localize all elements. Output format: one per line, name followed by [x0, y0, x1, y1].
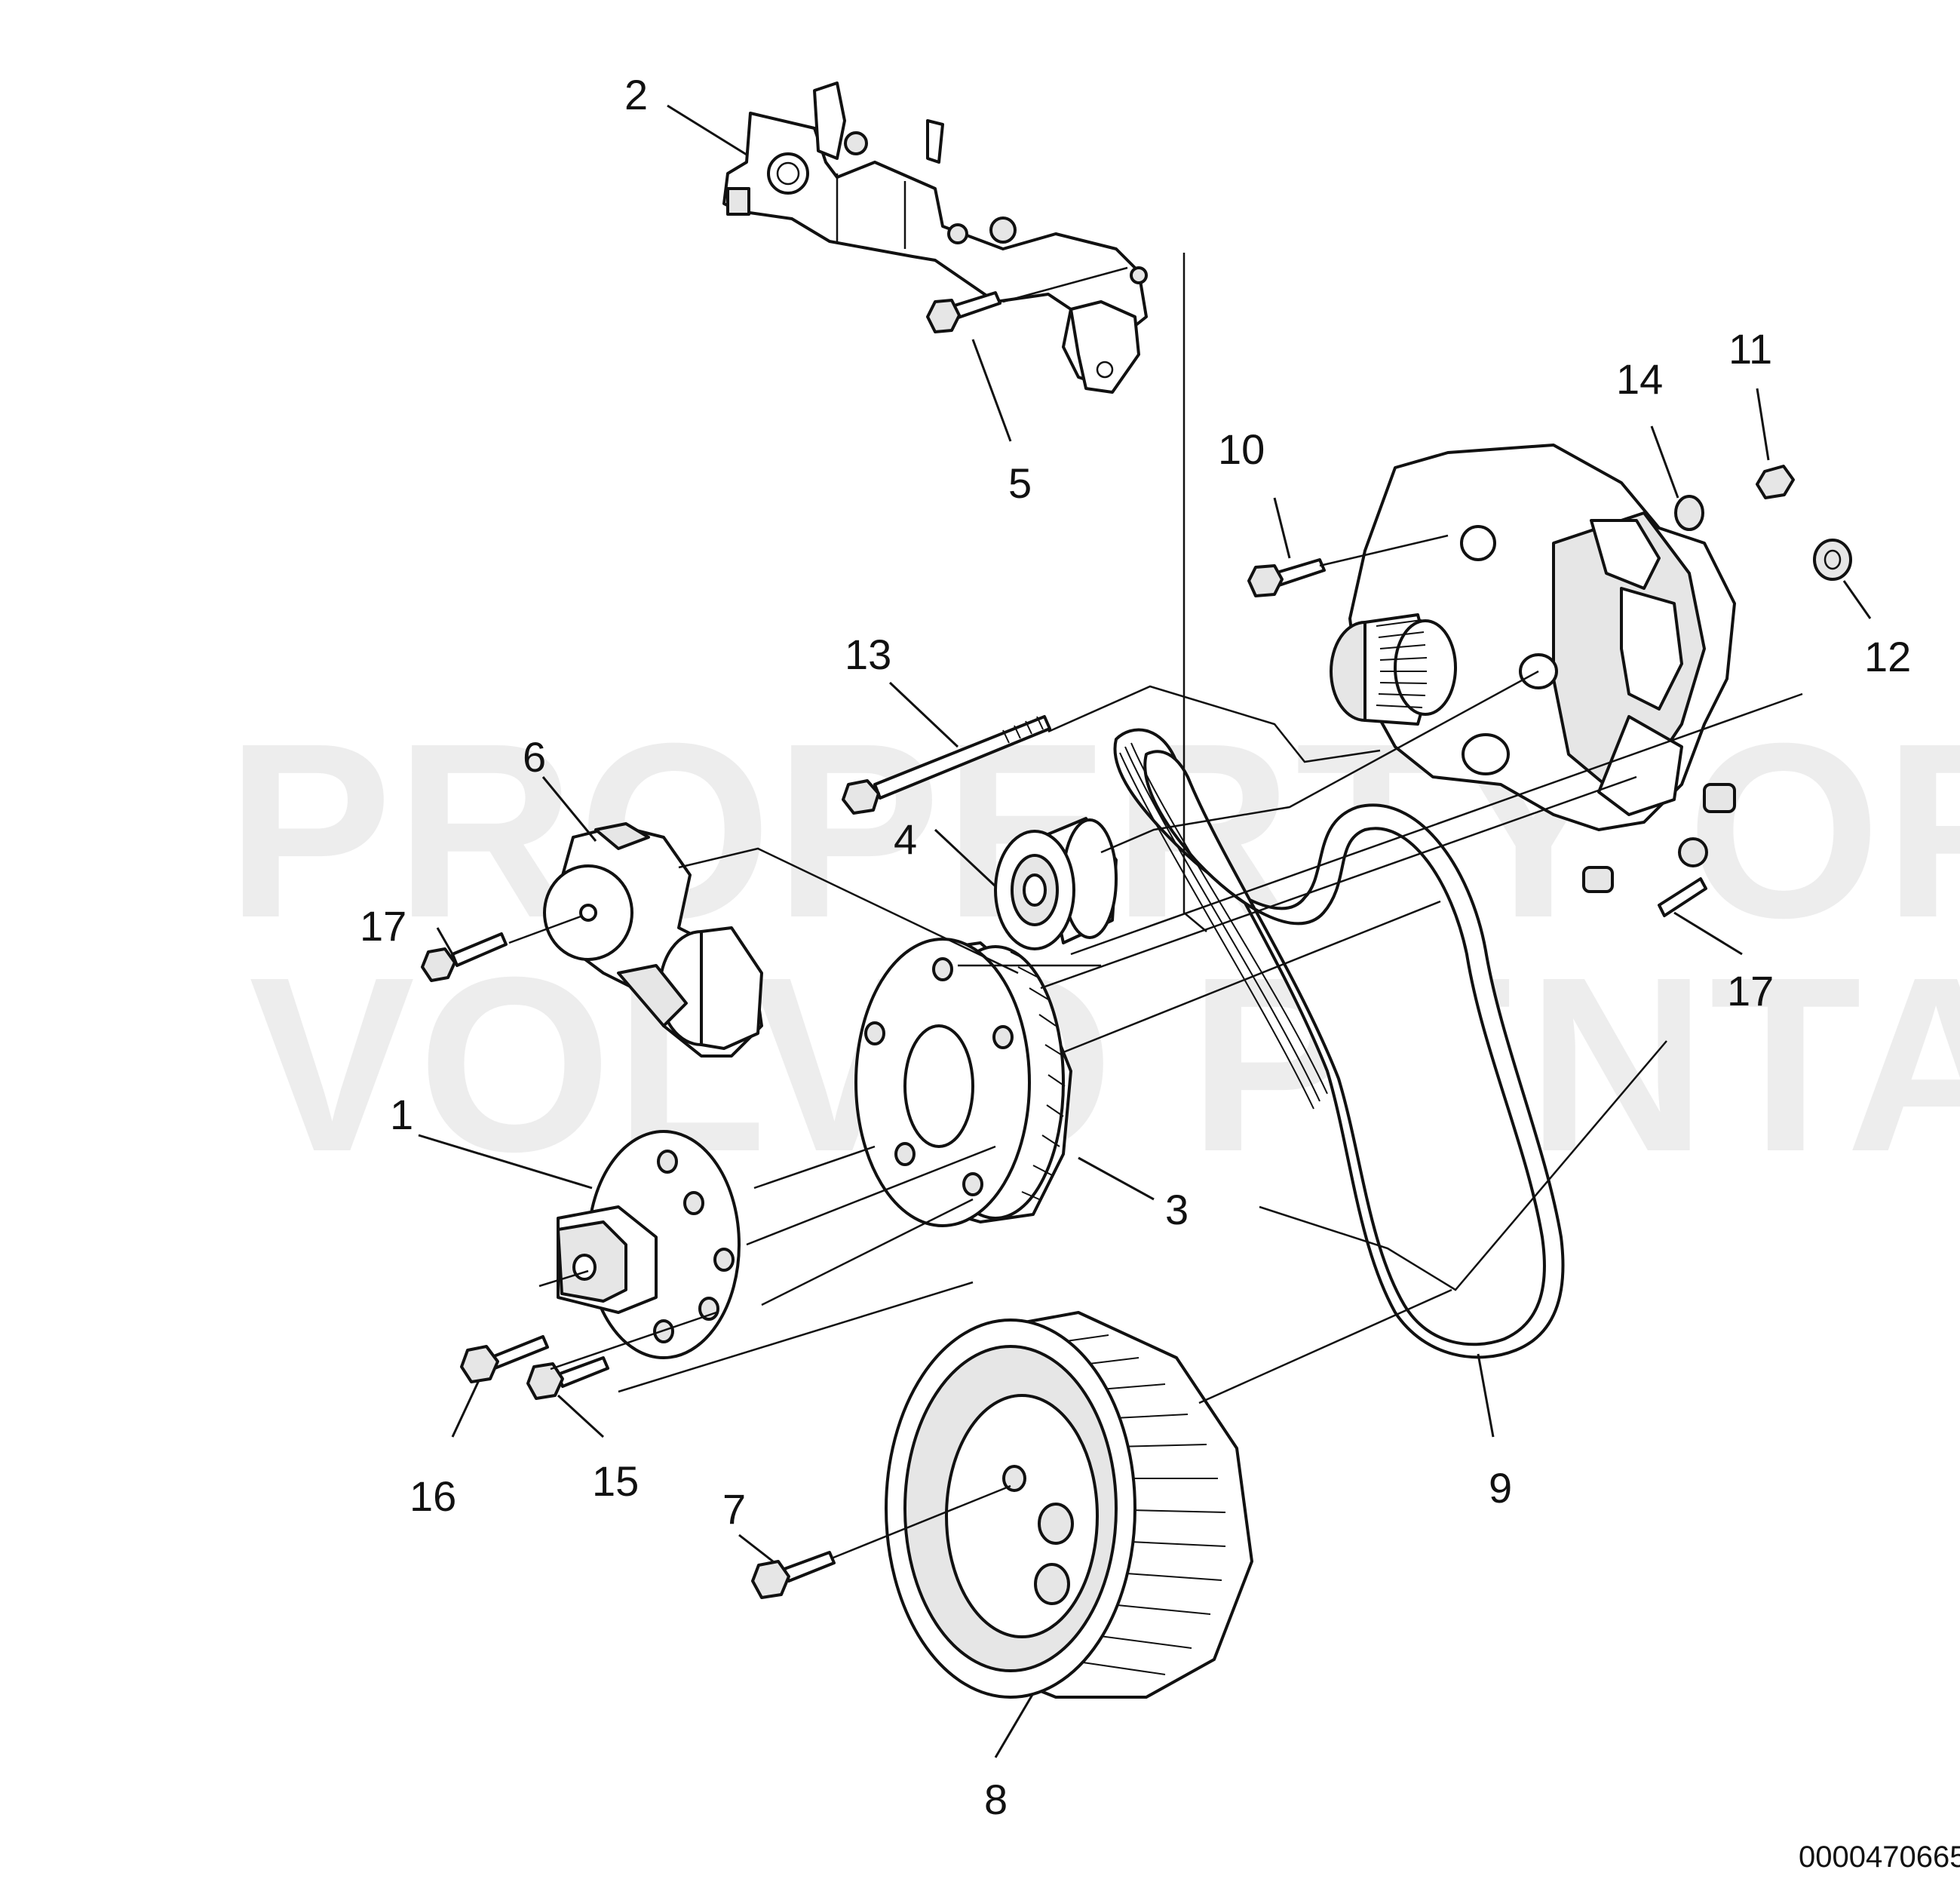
leader-4 — [934, 828, 997, 888]
callout-1: 1 — [390, 1091, 413, 1138]
callout-11: 11 — [1728, 325, 1772, 373]
callout-8: 8 — [984, 1776, 1008, 1823]
callout-14: 14 — [1616, 355, 1663, 403]
alternator-assembly — [1330, 444, 1736, 893]
leader-lines — [418, 104, 1872, 1758]
leader-13 — [888, 681, 959, 748]
nut-part-11 — [1756, 465, 1795, 499]
callout-7: 7 — [722, 1485, 746, 1533]
callout-10: 10 — [1218, 425, 1265, 473]
bolt-part-5 — [926, 291, 1001, 333]
callout-17-left: 17 — [360, 902, 406, 950]
callout-2: 2 — [624, 71, 648, 118]
callout-4: 4 — [894, 815, 917, 863]
leader-17-left — [436, 927, 454, 955]
damper-part-8 — [885, 1311, 1253, 1699]
pulley-part-3 — [854, 938, 1072, 1227]
document-number: 0000470665 — [1799, 1840, 1960, 1874]
callout-12: 12 — [1864, 633, 1911, 680]
assembly-lines — [508, 253, 1803, 1559]
long-bolt-part-13 — [842, 715, 1051, 815]
callout-9: 9 — [1489, 1464, 1512, 1512]
bolt-part-7 — [751, 1551, 836, 1599]
callout-3: 3 — [1165, 1186, 1189, 1233]
callout-13: 13 — [845, 631, 891, 678]
leader-14 — [1650, 425, 1679, 499]
leader-11 — [1756, 388, 1770, 461]
callout-17-right: 17 — [1727, 967, 1774, 1015]
callout-5: 5 — [1008, 459, 1032, 507]
bracket-part-2 — [722, 81, 1148, 394]
spacer-part-14 — [1674, 495, 1704, 531]
leader-9 — [1477, 1353, 1495, 1438]
stud-part-17-right — [1658, 877, 1707, 917]
leader-12 — [1842, 580, 1872, 619]
belt-part-9 — [1113, 728, 1565, 1359]
leader-10 — [1273, 497, 1291, 559]
hub-part-1 — [557, 1130, 741, 1359]
bolt-part-10 — [1247, 558, 1326, 597]
leader-2 — [667, 104, 747, 156]
callout-labels: 2 5 10 11 14 12 13 4 6 17 17 1 3 7 8 9 1… — [360, 71, 1911, 1823]
nut-part-12 — [1813, 539, 1852, 581]
bolt-part-15 — [526, 1356, 609, 1400]
leader-5 — [971, 339, 1012, 442]
tensioner-part-6 — [543, 822, 763, 1058]
idler-pulley-part-4 — [994, 817, 1118, 950]
callout-16: 16 — [409, 1472, 456, 1520]
leader-1 — [418, 1134, 593, 1190]
bolt-part-16 — [460, 1335, 549, 1383]
callout-6: 6 — [523, 733, 546, 781]
leader-6 — [541, 776, 597, 842]
leader-16 — [451, 1380, 480, 1438]
watermark-line-2: VOLVO PENTA — [249, 925, 1960, 1203]
callout-15: 15 — [592, 1457, 639, 1505]
bolt-part-17-left — [421, 932, 508, 982]
leader-3 — [1078, 1156, 1155, 1201]
leader-17-right — [1673, 911, 1743, 956]
leader-15 — [557, 1394, 605, 1438]
leader-7 — [738, 1533, 774, 1563]
leader-8 — [994, 1693, 1035, 1758]
